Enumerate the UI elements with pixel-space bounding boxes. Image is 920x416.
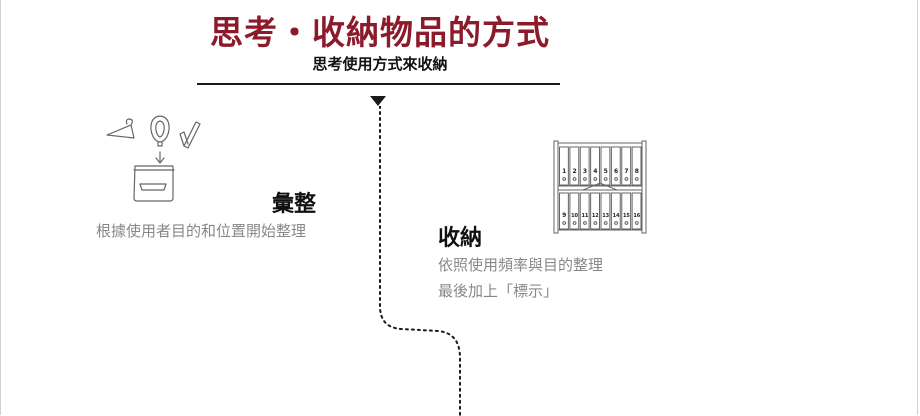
file-box-label: 6	[614, 168, 618, 175]
file-box	[590, 146, 600, 186]
file-box	[600, 192, 611, 230]
file-box-label: 7	[624, 168, 628, 175]
file-box-hole	[634, 221, 639, 225]
file-box-label: 14	[613, 213, 620, 219]
down-arrow-icon	[370, 96, 386, 106]
file-box-hole	[562, 221, 567, 225]
file-box-label: 9	[562, 212, 566, 219]
file-box-label: 2	[572, 168, 576, 175]
file-box-hole	[572, 221, 577, 225]
page-subtitle: 思考使用方式來收納	[312, 55, 448, 73]
description-line: 根據使用者目的和位置開始整理	[96, 222, 307, 240]
file-box-hole	[624, 221, 629, 225]
file-box	[621, 192, 632, 230]
file-box	[579, 146, 590, 186]
file-box-label: 16	[633, 213, 640, 219]
file-box-label: 1	[562, 168, 566, 175]
file-box	[631, 192, 642, 230]
file-box	[569, 192, 580, 230]
file-box-label: 4	[593, 168, 597, 175]
file-box-hole	[634, 177, 639, 181]
file-box	[621, 146, 632, 186]
file-box-label: 13	[602, 213, 609, 219]
file-box-label: 10	[571, 213, 578, 219]
file-box	[569, 146, 580, 186]
dotted-flow-path	[379, 106, 461, 416]
file-box-label: 8	[635, 168, 639, 175]
file-box	[590, 192, 600, 230]
description-line: 依照使用頻率與目的整理	[438, 256, 604, 274]
file-box	[559, 192, 569, 230]
file-box	[631, 146, 642, 186]
file-box-hole	[603, 221, 608, 225]
file-box-hole	[614, 177, 618, 181]
file-box	[610, 146, 621, 186]
file-box-hole	[593, 221, 598, 225]
file-box-hole	[583, 221, 587, 225]
file-box-hole	[603, 177, 608, 181]
file-box	[559, 146, 569, 186]
step-heading-store: 收納	[438, 226, 483, 251]
file-box-label: 15	[623, 213, 630, 219]
hangers-and-storage-box-icon	[106, 115, 201, 202]
description-line: 最後加上「標示」	[438, 282, 559, 300]
step-description-gather: 根據使用者目的和位置開始整理	[96, 218, 306, 244]
file-box-label: 11	[581, 213, 588, 219]
file-box-hole	[562, 177, 567, 181]
file-box-hole	[593, 177, 598, 181]
page-title: 思考・收納物品的方式	[210, 13, 550, 52]
file-box	[600, 146, 611, 186]
file-box-hole	[572, 177, 577, 181]
file-box	[610, 192, 621, 230]
file-box-label: 5	[604, 168, 608, 175]
file-box-label: 12	[592, 213, 599, 219]
file-box-label: 3	[583, 168, 587, 175]
file-box-hole	[614, 221, 618, 225]
step-description-store: 依照使用頻率與目的整理 最後加上「標示」	[438, 252, 603, 304]
file-box	[579, 192, 590, 230]
file-box-hole	[624, 177, 629, 181]
file-box-hole	[583, 177, 587, 181]
title-divider	[197, 83, 560, 85]
step-heading-gather: 彙整	[272, 192, 317, 217]
